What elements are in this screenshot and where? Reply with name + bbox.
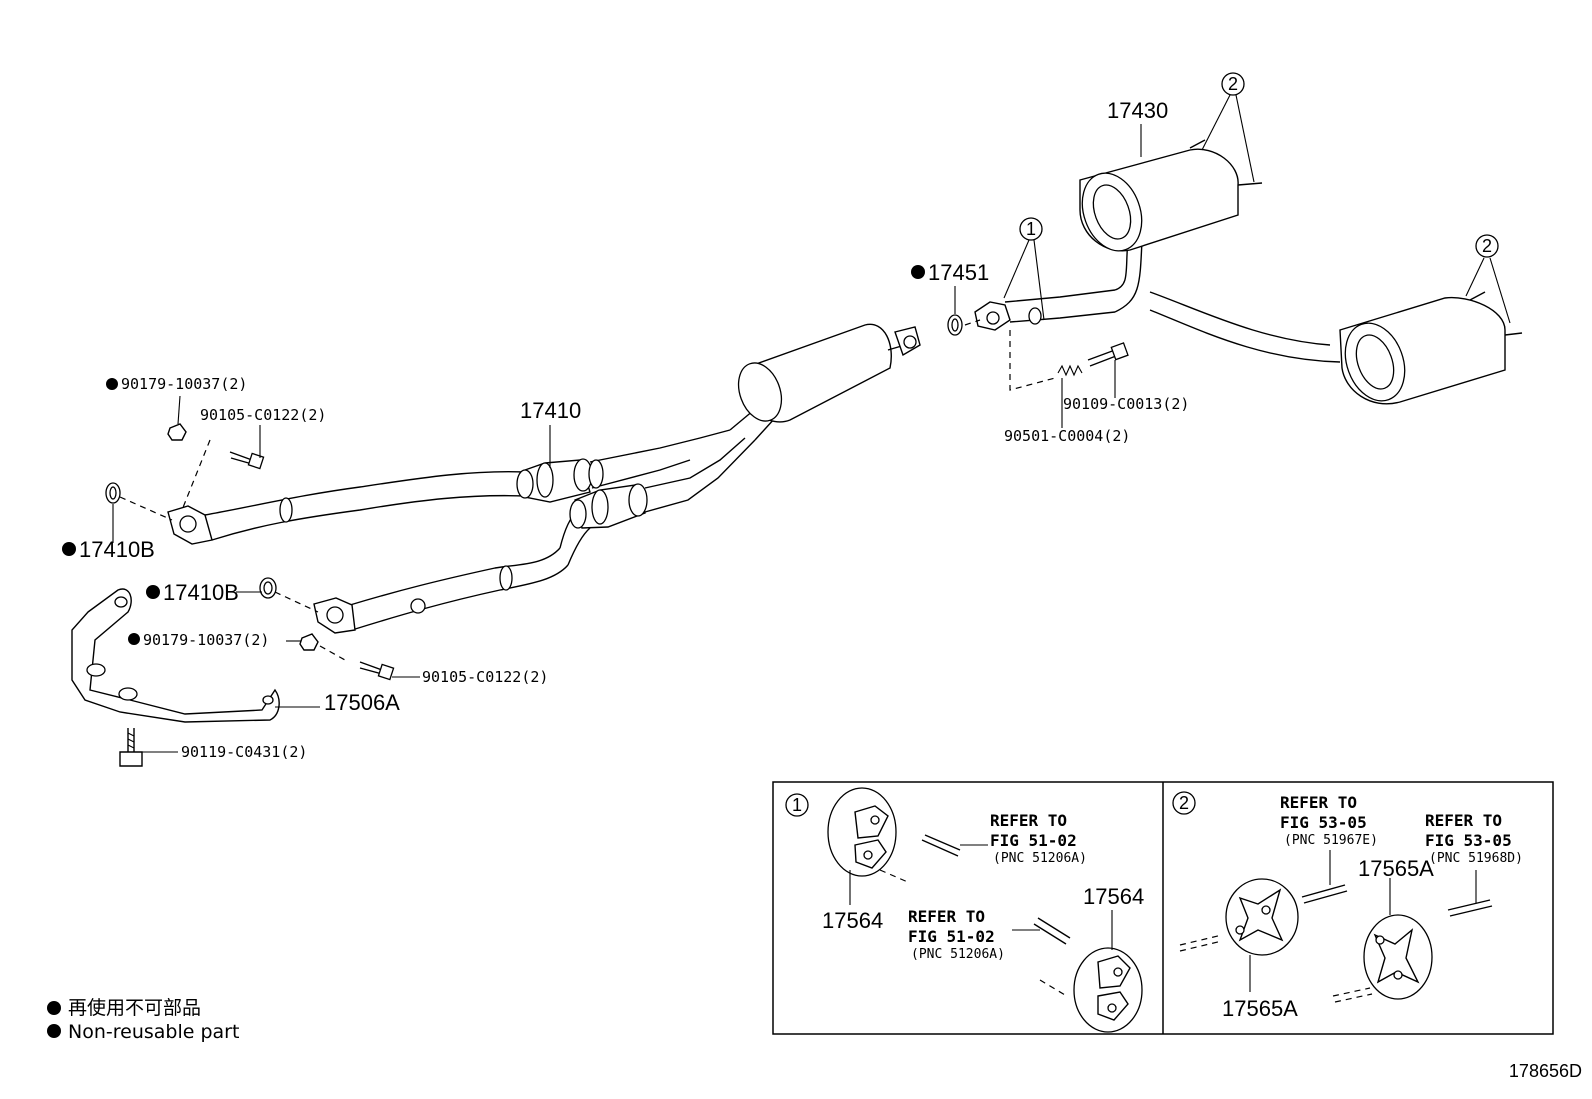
inset-1: 1 17564 REFER TO FIG 51-02 (PNC 51206A) (785, 787, 1144, 1033)
non-reusable-dot (911, 265, 925, 279)
hanger-17564-b (1073, 947, 1143, 1033)
hanger-17565A-a (1225, 878, 1299, 956)
label-90179-mid: 90179-10037(2) (143, 631, 269, 649)
tail-pipe-17430 (974, 139, 1523, 405)
inset-1-part-b: 17564 (1083, 884, 1144, 909)
inset-2-ref-b-line1: REFER TO (1425, 811, 1502, 830)
callout-2-lower: 2 (1475, 234, 1499, 258)
bolt-90105-mid (359, 661, 395, 681)
inset-1-ref-b-line3: (PNC 51206A) (911, 947, 1005, 962)
inset-1-ref-a-line3: (PNC 51206A) (993, 851, 1087, 866)
label-17410B-top: 17410B (79, 537, 155, 562)
bracket-17506A (71, 588, 280, 723)
label-90105-mid: 90105-C0122(2) (422, 668, 548, 686)
inset-1-ref-a-line1: REFER TO (990, 811, 1067, 830)
bolt-90119 (119, 728, 143, 767)
non-reusable-dot (128, 633, 140, 645)
bolt-90109 (1087, 342, 1129, 367)
callout-2-upper: 2 (1221, 72, 1245, 96)
inset-2: 2 REFER TO FIG 53-05 (PNC 51967E) REFER … (1172, 791, 1523, 1021)
non-reusable-dot (146, 585, 160, 599)
non-reusable-dot (62, 542, 76, 556)
callout-2-label: 2 (1228, 74, 1238, 94)
label-17410B-mid: 17410B (163, 580, 239, 605)
inset-2-part-b: 17565A (1358, 856, 1434, 881)
label-90119: 90119-C0431(2) (181, 743, 307, 761)
label-17506A: 17506A (324, 690, 400, 715)
figure-number: 178656D (1509, 1061, 1582, 1081)
nut-90179-mid (299, 633, 319, 651)
inset-2-number: 2 (1179, 793, 1189, 813)
label-17410: 17410 (520, 398, 581, 423)
legend-jp: 再使用不可部品 (68, 997, 201, 1019)
gasket-17410B-top (105, 482, 121, 504)
inset-1-part-a: 17564 (822, 908, 883, 933)
label-90105-top: 90105-C0122(2) (200, 406, 326, 424)
legend: 再使用不可部品 Non-reusable part (47, 997, 239, 1043)
bolt-90105-top (229, 451, 265, 470)
leader-lines (112, 94, 1511, 753)
inset-panel-frame (772, 781, 1554, 1035)
label-90109: 90109-C0013(2) (1063, 395, 1189, 413)
inset-2-ref-b-line3: (PNC 51968D) (1429, 851, 1523, 866)
non-reusable-dot (106, 378, 118, 390)
label-17451: 17451 (928, 260, 989, 285)
legend-en: Non-reusable part (68, 1021, 239, 1043)
inset-1-ref-b-line2: FIG 51-02 (908, 927, 995, 946)
inset-2-ref-a-line2: FIG 53-05 (1280, 813, 1367, 832)
label-90179-top: 90179-10037(2) (121, 375, 247, 393)
hanger-17565A-b (1363, 914, 1433, 1000)
inset-2-ref-b-line2: FIG 53-05 (1425, 831, 1512, 850)
inset-2-ref-a-line3: (PNC 51967E) (1284, 833, 1378, 848)
callout-1-main: 1 (1019, 217, 1043, 241)
spring-90501 (1057, 364, 1083, 377)
label-90501: 90501-C0004(2) (1004, 427, 1130, 445)
callout-1-label: 1 (1026, 219, 1036, 239)
nut-90179-top (167, 423, 187, 441)
inset-1-number: 1 (792, 795, 802, 815)
inset-1-ref-b-line1: REFER TO (908, 907, 985, 926)
legend-dot-jp (47, 1001, 61, 1015)
hanger-17564-a (827, 787, 897, 877)
inset-2-ref-a-line1: REFER TO (1280, 793, 1357, 812)
front-pipe-17410 (167, 323, 921, 634)
label-17430: 17430 (1107, 98, 1168, 123)
inset-2-part-a: 17565A (1222, 996, 1298, 1021)
callout-2-label: 2 (1482, 236, 1492, 256)
gasket-17451 (947, 314, 963, 336)
alignment-lines (119, 319, 1056, 661)
inset-1-ref-a-line2: FIG 51-02 (990, 831, 1077, 850)
gasket-17410B-mid (259, 577, 277, 599)
legend-dot-en (47, 1024, 61, 1038)
